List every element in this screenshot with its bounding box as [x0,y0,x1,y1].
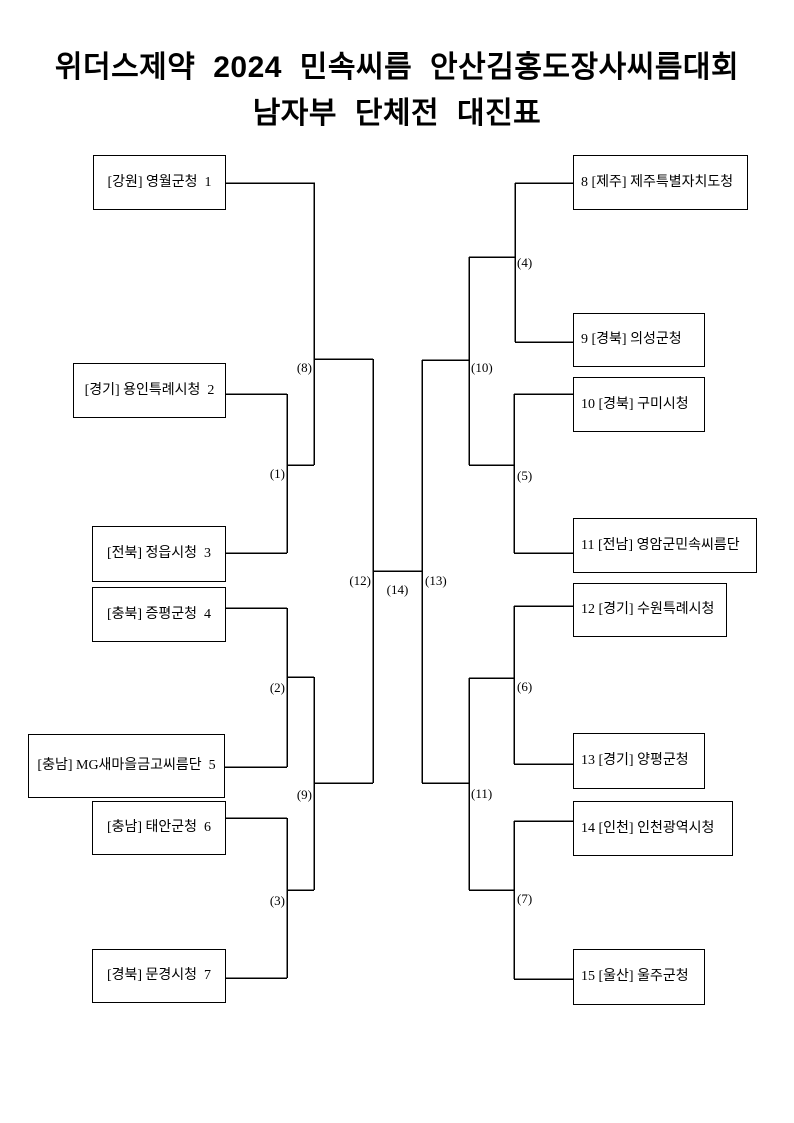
team-label-14: 14 [인천] 인천광역시청 [581,820,715,836]
team-label-11: 11 [전남] 영암군민속씨름단 [581,537,740,553]
team-box-10: 10 [경북] 구미시청 [573,377,705,432]
match-10-connector [422,257,470,465]
team-box-6: [충남] 태안군청 6 [92,801,226,855]
match-label-12: (12) [349,573,371,588]
match-6-connector [469,605,573,765]
match-label-4: (4) [517,255,533,270]
team-label-15: 15 [울산] 울주군청 [581,969,689,984]
match-label-9: (9) [296,787,312,802]
match-label-13: (13) [425,573,447,588]
team-label-9: 9 [경북] 의성군청 [581,332,682,347]
match-label-7: (7) [517,891,533,906]
team-label-7: [경북] 문경시청 7 [106,968,212,983]
team-box-15: 15 [울산] 울주군청 [573,949,705,1005]
team-box-5: [충남] MG새마을금고씨름단 5 [28,734,225,798]
title-line-2: 남자부 단체전 대진표 [252,97,542,130]
team-box-3: [전북] 정읍시청 3 [92,526,226,582]
match-3-connector [226,817,314,979]
match-2-connector [225,607,314,768]
match-label-3: (3) [269,893,285,908]
match-11-connector [422,678,470,890]
team-label-10: 10 [경북] 구미시청 [581,396,689,412]
team-label-6: [충남] 태안군청 6 [106,820,212,835]
team-label-3: [전북] 정읍시청 3 [106,546,212,561]
team-box-7: [경북] 문경시청 7 [92,949,226,1003]
match-9-connector [313,677,373,890]
match-label-10: (10) [471,360,493,375]
match-1-connector [226,393,314,554]
team-box-11: 11 [전남] 영암군민속씨름단 [573,518,757,573]
team-box-14: 14 [인천] 인천광역시청 [573,801,733,856]
match-label-11: (11) [471,786,493,801]
team-label-12: 12 [경기] 수원특례시청 [581,602,715,617]
team-box-2: [경기] 용인특례시청 2 [73,363,226,418]
title-line-1: 위더스제약 2024 민속씨름 안산김홍도장사씨름대회 [54,51,740,84]
team-box-12: 12 [경기] 수원특례시청 [573,583,727,637]
team-box-13: 13 [경기] 양평군청 [573,733,705,789]
match-label-1: (1) [269,466,285,481]
match-label-2: (2) [269,680,285,695]
team-label-5: [충남] MG새마을금고씨름단 5 [37,758,216,773]
team-label-2: [경기] 용인특례시청 2 [84,382,215,398]
team-box-4: [충북] 증평군청 4 [92,587,226,642]
match-4-connector [469,182,573,343]
match-7-connector [469,820,573,980]
match-8-connector [226,182,373,465]
page-title: 위더스제약 2024 민속씨름 안산김홍도장사씨름대회 남자부 단체전 대진표 [0,45,794,137]
match-5-connector [469,393,573,554]
team-label-1: [강원] 영월군청 1 [107,174,212,190]
team-label-13: 13 [경기] 양평군청 [581,753,689,768]
team-box-9: 9 [경북] 의성군청 [573,313,705,367]
match-label-14: (14) [386,582,409,597]
match-label-8: (8) [296,360,312,375]
team-box-1: [강원] 영월군청 1 [93,155,226,210]
match-label-5: (5) [517,468,533,483]
team-label-8: 8 [제주] 제주특별자치도청 [581,174,734,190]
team-label-4: [충북] 증평군청 4 [106,606,212,622]
match-label-6: (6) [517,679,533,694]
team-box-8: 8 [제주] 제주특별자치도청 [573,155,748,210]
